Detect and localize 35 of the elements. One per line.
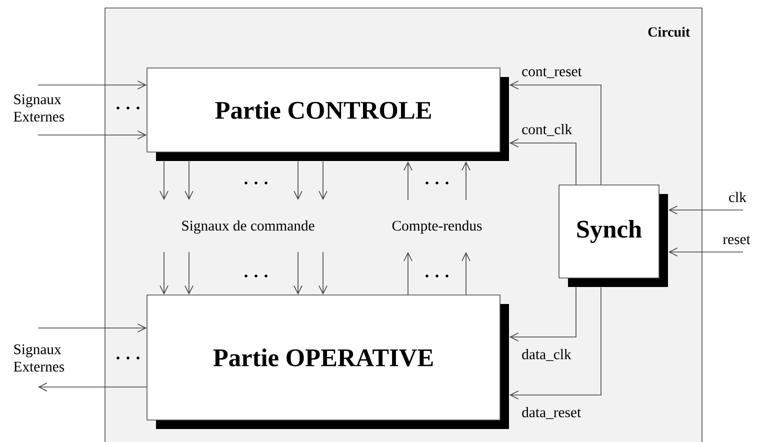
block-box: Synch — [558, 184, 668, 287]
edge-label: clk — [727, 190, 748, 204]
arrow — [318, 252, 328, 295]
arrow — [509, 287, 602, 400]
arrow — [38, 324, 147, 332]
arrow — [318, 161, 328, 200]
block-box: Partie OPERATIVE — [146, 294, 509, 429]
edge-label: reset — [721, 234, 752, 246]
signal-label: Signaux Externes — [14, 94, 64, 122]
edge-label: data_clk — [520, 348, 573, 362]
edge-label: cont_reset — [520, 66, 584, 80]
signal-label: Signaux de commande — [182, 220, 314, 234]
signal-label: Signaux Externes — [14, 344, 64, 372]
arrow — [38, 382, 147, 392]
arrow — [509, 138, 576, 185]
block-box: Partie CONTROLE — [146, 68, 509, 161]
arrow — [38, 130, 147, 140]
edge-label: cont_clk — [520, 122, 574, 138]
edge-label: data_reset — [520, 406, 582, 420]
arrow — [462, 161, 470, 200]
arrow — [404, 252, 412, 295]
arrow — [404, 161, 412, 200]
arrow — [294, 252, 302, 295]
arrow — [184, 252, 194, 295]
arrow — [509, 80, 602, 185]
arrow — [38, 80, 147, 90]
arrow — [462, 252, 470, 295]
arrow — [294, 161, 302, 200]
arrow — [160, 161, 168, 200]
arrow — [668, 248, 744, 256]
arrow — [184, 161, 194, 200]
signal-label: Compte-rendus — [392, 220, 482, 234]
arrow — [509, 287, 576, 342]
arrow — [160, 252, 168, 295]
arrow — [668, 206, 744, 214]
